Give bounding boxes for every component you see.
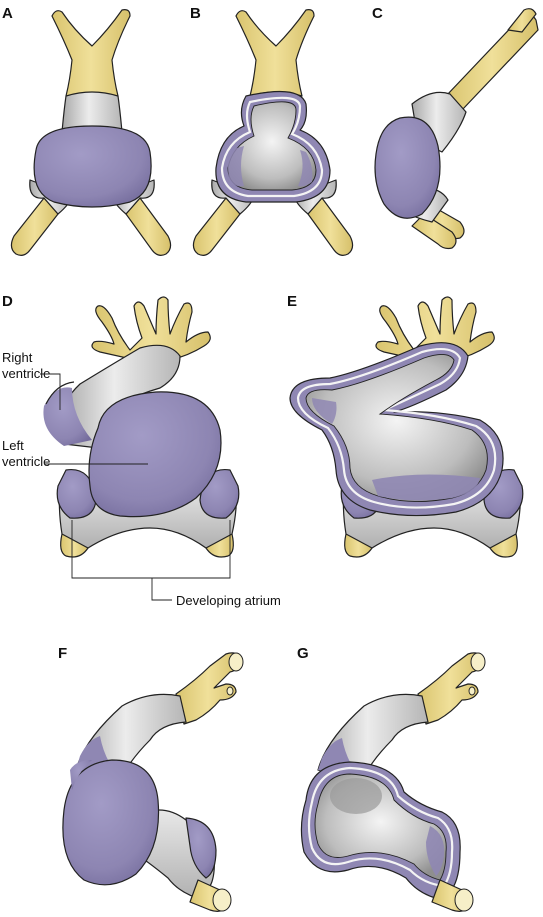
cavity-purple-floor [372,474,480,501]
panel-d: D Right ventricle Left ventricle Develop… [2,293,281,608]
purple-atrium-left [56,468,97,519]
panel-letter-d: D [2,293,13,310]
vessel-opening-large [470,652,486,672]
yellow-upper-vessel-branch [507,8,537,33]
panel-f: F [58,645,244,912]
panel-a: A [2,5,172,256]
panel-letter-e: E [287,293,297,310]
yellow-upper-vessel [235,9,315,97]
purple-ventricle [374,116,441,219]
yellow-upper-vessel [175,652,241,725]
panel-letter-g: G [297,645,309,662]
label-right-ventricle-line1: Right [2,350,33,365]
yellow-aortic-sac [91,296,211,364]
yellow-upper-vessel [51,9,131,97]
lower-vessel-opening [212,888,232,912]
label-left-ventricle-line1: Left [2,438,24,453]
cavity-purple-left [228,146,244,187]
yellow-lower-right-vessel [125,197,172,256]
purple-atrium-patch [185,817,217,879]
cavity-opening [330,778,382,814]
yellow-lower-left-vessel [192,197,241,256]
yellow-lower-left-vessel [10,197,59,256]
vessel-opening-small [468,686,476,696]
leader-developing-atrium [151,578,172,601]
panel-e: E [287,293,524,558]
panel-b: B [190,5,354,256]
cavity-purple-right [426,826,445,876]
purple-left-ventricle [88,391,222,518]
heart-cavity [227,101,317,191]
cut-heart-wall-rim [307,766,454,888]
panel-c: C [372,5,539,250]
leader-right-ventricle [40,373,61,410]
cavity-purple-right [298,150,313,187]
panel-letter-f: F [58,645,67,662]
panel-letter-c: C [372,5,383,22]
purple-right-ventricle [43,387,92,446]
yellow-lower-vessel-front [411,213,457,250]
panel-g: G [297,645,486,912]
purple-ventricle [33,125,152,208]
yellow-lower-right-vessel [307,197,354,256]
cut-heart-wall-rim [296,347,497,509]
bracket-developing-atrium [71,520,231,579]
vessel-opening-large [228,652,244,672]
purple-ventricle [62,759,160,886]
cavity-purple-left [312,398,337,424]
vessel-opening-small [226,686,234,696]
label-left-ventricle-line2: ventricle [2,454,50,469]
lower-vessel-opening [454,888,474,912]
yellow-aortic-sac [375,296,495,364]
label-right-ventricle-line2: ventricle [2,366,50,381]
label-developing-atrium: Developing atrium [176,593,281,608]
panel-letter-b: B [190,5,201,22]
panel-letter-a: A [2,5,13,22]
cut-heart-wall-rim [220,96,324,198]
purple-back-ventricle [70,760,92,790]
right-ventricle-outline [45,381,75,405]
yellow-upper-vessel [417,652,483,725]
